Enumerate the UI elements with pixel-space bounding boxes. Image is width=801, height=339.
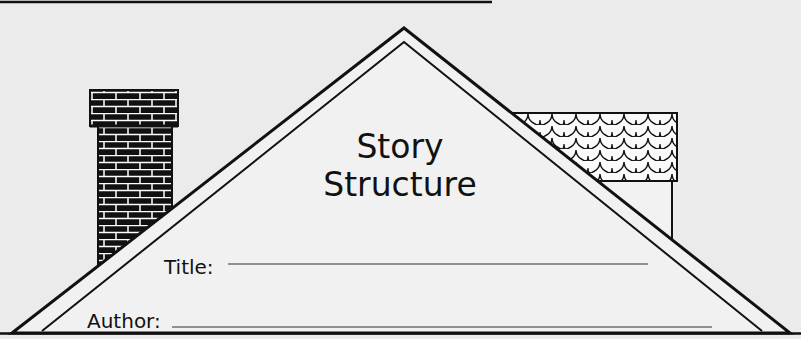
roof-inner-line xyxy=(42,42,762,331)
roof-outer-line xyxy=(12,28,790,333)
chimney-cap xyxy=(90,90,178,126)
title-blank-line xyxy=(228,263,648,264)
ground-line xyxy=(0,332,801,335)
chimney-cap-edge xyxy=(90,125,178,128)
top-rule xyxy=(0,1,492,4)
roof-triangle: Story StructureTitle: Author: xyxy=(12,28,790,333)
field-label: Title: xyxy=(164,255,244,279)
author-blank-line xyxy=(172,326,712,327)
field-label: Author: xyxy=(87,309,177,333)
heading-text: Story Structure xyxy=(295,128,505,204)
